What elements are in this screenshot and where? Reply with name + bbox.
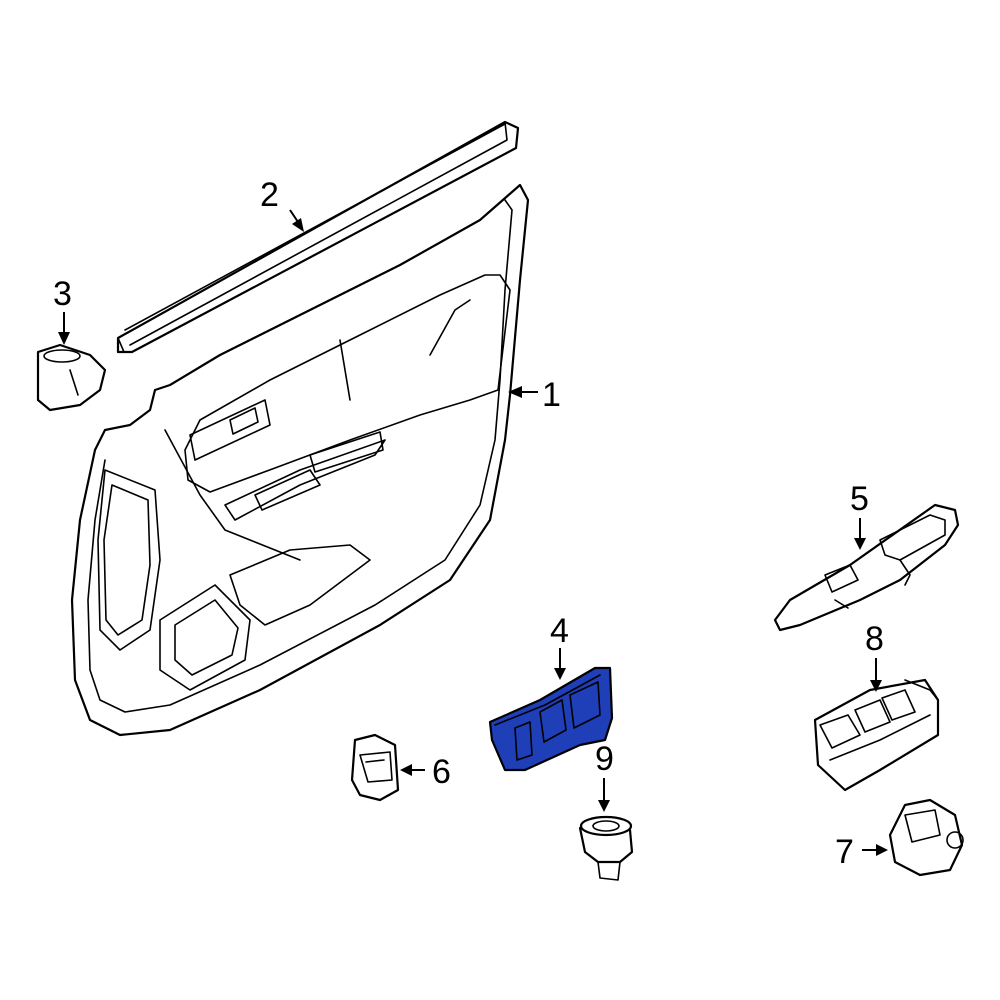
part-4-body bbox=[488, 666, 614, 772]
callout-9: 9 bbox=[595, 740, 614, 778]
callout-2: 2 bbox=[260, 176, 279, 214]
callout-3: 3 bbox=[53, 275, 72, 313]
callout-6: 6 bbox=[432, 753, 451, 791]
part-4-master-switch[interactable] bbox=[488, 666, 614, 772]
callout-7: 7 bbox=[835, 833, 854, 871]
callout-4: 4 bbox=[550, 612, 569, 650]
part-8-switch-assembly[interactable] bbox=[813, 678, 940, 792]
part-3-mirror-cover[interactable] bbox=[36, 343, 107, 412]
leader-lines bbox=[58, 209, 888, 856]
callout-8: 8 bbox=[865, 620, 884, 658]
callout-5: 5 bbox=[850, 480, 869, 518]
part-7-switch[interactable] bbox=[888, 798, 964, 877]
part-5-switch-bezel[interactable] bbox=[773, 503, 960, 632]
part-6-mirror-switch[interactable] bbox=[350, 733, 400, 802]
callout-1: 1 bbox=[542, 376, 561, 414]
part-1-door-trim-panel[interactable] bbox=[70, 183, 530, 737]
part-9-knob[interactable] bbox=[578, 815, 634, 881]
part-2-belt-weatherstrip[interactable] bbox=[116, 120, 520, 354]
